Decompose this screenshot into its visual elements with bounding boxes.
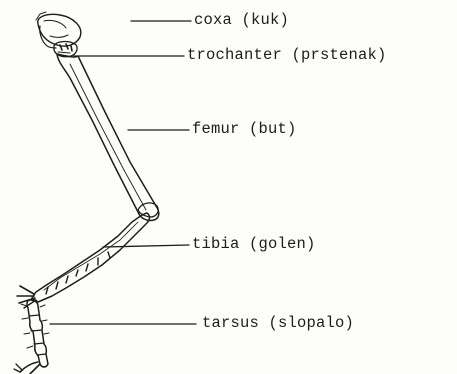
tarsus-segment (21, 300, 49, 367)
label-tibia: tibia (golen) (192, 237, 316, 253)
tibia-segment (17, 213, 150, 308)
label-trochanter: trochanter (prstenak) (187, 48, 387, 64)
label-tarsus: tarsus (slopalo) (202, 316, 354, 332)
femur-segment (57, 54, 159, 221)
leader-line-tibia (103, 245, 189, 247)
label-coxa: coxa (kuk) (194, 13, 289, 29)
pretarsal-claws (14, 362, 40, 374)
label-femur: femur (but) (192, 122, 297, 138)
